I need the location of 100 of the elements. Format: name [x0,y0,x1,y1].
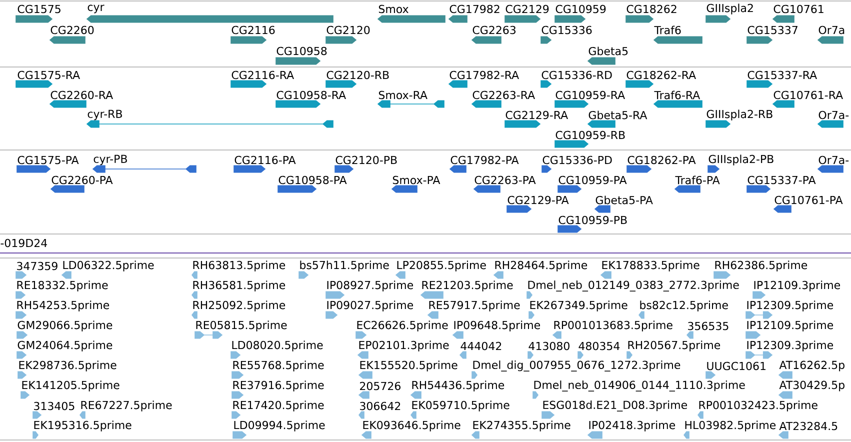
feature-label: EK178833.5prime [602,260,700,272]
feature-label: CG15336 [542,26,592,34]
feature-label: 480354 [578,342,620,350]
feature-label: CG2116-RA [232,70,294,80]
feature-label: GM29066.5prime [18,320,112,332]
feature-label: IP12109.5prime [747,320,834,332]
feature-label: CG10959-PA [558,176,627,184]
feature-label: CG10959 [556,4,606,14]
feature-label: Gbeta5-PA [596,196,653,204]
feature-label: RH36581.5prime [193,280,286,292]
feature-label: 306642 [360,402,400,410]
feature-label: CG10761-PA [774,196,843,204]
feature-label: IP12309.5prime [747,300,834,312]
feature-label: 313405 [34,402,74,410]
feature-label: CG2260-RA [50,90,113,100]
feature-label: cyr-RB [88,110,122,120]
feature-label: AT30429.5p [779,380,844,392]
feature-label: IP12309.3prime [747,340,834,352]
feature-label: 356535 [688,322,728,330]
feature-label: CG15337-PA [748,176,816,184]
feature-label: RE37916.5prime [233,380,324,392]
feature-label: CG2116-PA [234,156,296,164]
feature-label: EK155520.5prime [360,360,458,372]
feature-label: CG17982-PA [450,156,519,164]
feature-label: CG1575-PA [18,156,79,164]
feature-label: IP08927.5prime [327,280,414,292]
feature-label: CG1575-RA [18,70,80,80]
feature-label: CG10958-RA [276,90,346,100]
feature-label: RH25092.5prime [193,300,286,312]
feature-label: CG2260 [50,26,94,34]
feature-label: Dmel_neb_012149_0383_2772.3prime [528,280,739,292]
feature-label: IP02418.3prime [589,420,676,432]
feature-label: RH62386.5prime [715,260,808,272]
feature-label: CG17982-RA [450,70,519,80]
feature-label: LP20855.5prime [397,260,486,272]
feature-label: Or7a- [818,156,849,164]
feature-label: ESG018d.E21_D08.3prime [543,400,687,412]
feature-label: CG2129 [506,4,549,14]
feature-label: GM24064.5prime [18,340,112,352]
feature-label: CG2120-PB [336,156,397,164]
feature-label: EK141205.5prime [22,380,120,392]
feature-label: CG2129-RA [506,110,568,120]
feature-label: 444042 [460,342,502,350]
feature-label: CG10958-PA [278,176,347,184]
feature-label: LD09994.5prime [234,420,325,432]
feature-label: Traf6-RA [654,90,700,100]
feature-label: CG10761 [774,4,824,14]
feature-label: RH28464.5prime [495,260,588,272]
feature-label: CG10959-PB [558,216,627,224]
feature-label: bs82c12.5prime [640,300,728,312]
feature-label: EK195316.5prime [34,420,132,432]
feature-label: CG10958 [276,46,327,56]
feature-label: CG2129-PA [508,196,569,204]
feature-label: Dmel_neb_014906_0144_1110.3prime [534,380,745,392]
track-name: -019D24 [0,238,47,248]
feature-label: EK298736.5prime [19,360,116,372]
feature-label: CG2260-PA [52,176,113,184]
feature-label: RE21203.5prime [422,280,513,292]
feature-label: EK267349.5prime [530,300,628,312]
feature-label: Traf6-PA [675,176,720,184]
feature-label: 347359 [17,262,58,270]
feature-label: CG15336-PD [542,156,612,164]
feature-label: CG2120-RB [326,70,389,80]
feature-label: EP02101.3prime [359,340,449,352]
feature-label: HL03982.5prime [685,420,776,432]
feature-label: CG18262 [626,4,676,14]
feature-label: CG2120 [326,26,370,34]
feature-label: CG10959-RA [556,90,625,100]
feature-label: cyr [88,4,104,14]
feature-label: CG15336-RD [542,70,612,80]
feature-label: Smox-RA [378,90,428,100]
feature-label: RE17420.5prime [233,400,324,412]
feature-label: GIIIspla2 [706,4,753,14]
feature-label: RP001013683.5prime [554,320,672,332]
feature-label: GIIIspla2-RB [706,110,772,120]
feature-label: CG18262-RA [626,70,696,80]
feature-label: CG2263 [472,26,516,34]
feature-label: CG18262-PA [628,156,696,164]
feature-label: AT16262.5p [779,360,844,372]
feature-label: Smox [378,4,408,14]
feature-label: Or7a- [818,110,849,120]
feature-label: CG2263-PA [474,176,536,184]
feature-label: RH63813.5prime [193,260,286,272]
feature-label: IP09027.5prime [327,300,414,312]
feature-label: RH20567.5prime [628,340,720,352]
feature-label: 205726 [360,382,400,390]
feature-label: CG10959-RB [556,130,625,140]
feature-label: CG15337-RA [748,70,817,80]
feature-label: RE18332.5prime [17,280,108,292]
feature-label: RH54436.5prime [412,380,504,392]
feature-label: LD06322.5prime [63,260,154,272]
feature-label: cyr-PB [94,154,127,166]
feature-label: Or7a [818,26,844,34]
feature-label: EK093646.5prime [363,420,460,432]
feature-label: CG1575 [18,4,60,14]
feature-label: AT23284.5 [779,422,838,430]
feature-label: bs57h11.5prime [300,260,389,272]
feature-label: EC26626.5prime [357,320,448,332]
feature-label: UUGC1061 [707,362,766,370]
feature-label: RE55768.5prime [233,360,324,372]
